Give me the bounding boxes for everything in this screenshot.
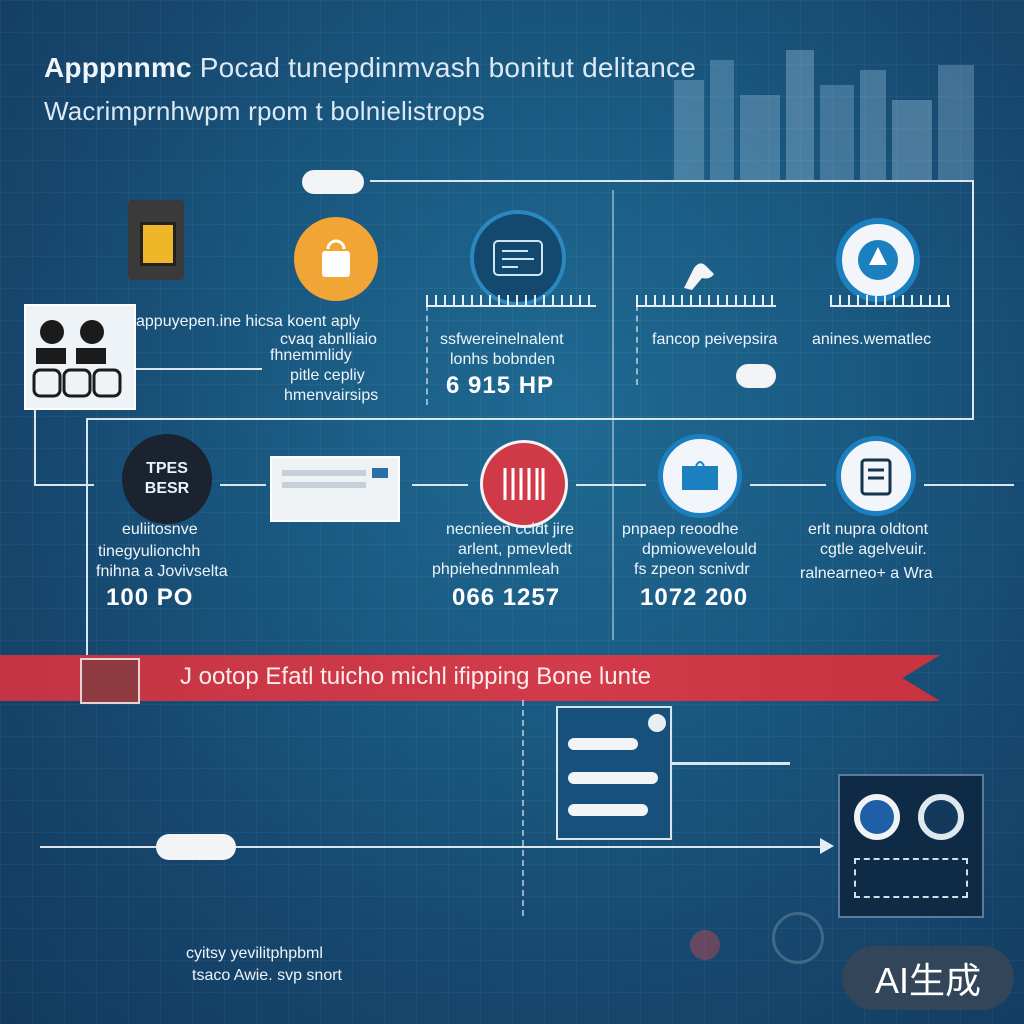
ruler-decoration [636, 295, 776, 307]
right-connector-line [972, 180, 974, 420]
row1-item1-label-line5: hmenvairsips [284, 387, 379, 404]
dashboard-gauge-icon [470, 210, 566, 306]
tablet-bar [568, 804, 648, 816]
row2-item2-label-line2: arlent, pmevledt [458, 541, 572, 558]
badge-text-line2: BESR [144, 480, 190, 497]
air-conditioner-icon [270, 456, 400, 522]
badge-text-line1: TPES [146, 460, 188, 477]
ruler-decoration [426, 295, 596, 307]
decor-ring [772, 912, 824, 964]
bottom-timeline-line [40, 846, 824, 848]
bottom-dashed-line [522, 700, 524, 916]
recycle-icon [836, 218, 920, 302]
connector-line [750, 484, 826, 486]
row1-item2-value: 6 915 HP [446, 372, 555, 399]
connector-line [924, 484, 1014, 486]
tablet-panel [556, 706, 672, 840]
row2-item3-label-line2: dpmiowevelould [642, 541, 757, 558]
connector-line [412, 484, 468, 486]
tv-icon [80, 658, 140, 704]
ac-indicator [372, 468, 388, 478]
left-bracket-foot [34, 484, 94, 486]
row1-item2-label-line2: lonhs bobnden [450, 351, 555, 368]
cloud-pill-icon [156, 834, 236, 860]
page-subtitle: Wacrimprnhwpm rpom t bolnielistrops [44, 96, 485, 126]
document-icon [128, 200, 184, 280]
arrow-head-icon [820, 838, 834, 854]
row2-item1-value: 100 PO [106, 584, 194, 611]
label-badge-icon: TPES BESR [122, 434, 212, 524]
row2-item1-label-line3: fnihna a Jovivselta [96, 563, 228, 580]
row1-item1-label-line2: cvaq abnlliaio [280, 331, 377, 348]
barcode-icon [480, 440, 568, 528]
footer-line2: tsaco Awie. svp snort [192, 967, 342, 984]
row2-item3-label-line3: fs zpeon scnivdr [634, 561, 750, 578]
row1-item1-label-line3: fhnemmlidy [270, 347, 352, 364]
row2-item2-value: 066 1257 [452, 584, 561, 611]
cloud-icon [736, 364, 776, 388]
banner-text: J ootop Efatl tuicho michl ifipping Bone… [180, 663, 651, 690]
title-rest: Pocad tunepdinmvash bonitut delitance [191, 52, 696, 83]
connector-line [576, 484, 646, 486]
city-skyline-graphic [674, 50, 974, 180]
row2-item3-value: 1072 200 [640, 584, 749, 611]
tablet-dot [648, 714, 666, 732]
ruler-decoration [830, 295, 950, 307]
dial-icon [854, 794, 900, 840]
title-bold-part: Apppnnmc [44, 52, 192, 83]
left-bracket-line [34, 400, 36, 484]
tablet-connector [672, 762, 790, 765]
device-screen-panel [838, 774, 984, 918]
column-separator [612, 190, 614, 640]
clipboard-icon [836, 436, 916, 516]
dashed-divider [426, 305, 428, 405]
row2-item1-label-line2: tinegyulionchh [98, 543, 201, 560]
ac-vent-bar [282, 482, 366, 488]
row2-item2-label-line3: phpiehednnmleah [432, 561, 560, 578]
row1-item3-label: fancop peivepsira [652, 331, 778, 348]
page-title: Apppnnmc Pocad tunepdinmvash bonitut del… [44, 52, 696, 84]
monitor-icon [658, 434, 742, 518]
shopping-bag-icon [294, 217, 378, 301]
row1-item4-label: anines.wematlec [812, 331, 932, 348]
row2-item4-label-line2: cgtle agelveuir. [820, 541, 927, 558]
dashed-divider [636, 305, 638, 385]
row2-item3-label-line1: pnpaep reoodhe [622, 521, 739, 538]
row-divider-line [86, 418, 974, 420]
tablet-bar [568, 738, 638, 750]
dial-icon [918, 794, 964, 840]
row2-item2-label-line1: necnieen ccidt jire [446, 521, 575, 538]
decor-dot [690, 930, 720, 960]
connector-line [220, 484, 266, 486]
people-group-icon [24, 304, 136, 410]
yellow-page-icon [140, 222, 176, 266]
row1-item1-label-line1: appuyepen.ine hicsa koent aply [136, 313, 361, 330]
row2-item1-label-line1: euliitosnve [122, 521, 198, 538]
ai-generated-badge: AI生成 [842, 946, 1014, 1010]
left-vertical-line [86, 418, 88, 660]
row1-item2-label-line1: ssfwereinelnalent [440, 331, 564, 348]
ac-vent-bar [282, 470, 366, 476]
cloud-connector-icon [302, 170, 364, 194]
top-connector-line [370, 180, 974, 182]
hand-pointer-icon [680, 258, 720, 292]
row1-item1-label-line4: pitle cepliy [290, 367, 365, 384]
footer-line1: cyitsy yevilitphpbml [186, 945, 323, 962]
red-banner [0, 655, 940, 701]
tablet-bar [568, 772, 658, 784]
row2-item4-label-line1: erlt nupra oldtont [808, 521, 929, 538]
row2-item4-label-line3: ralnearneo+ a Wra [800, 565, 933, 582]
screen-content-box [854, 858, 968, 898]
arrow-line [136, 368, 262, 370]
